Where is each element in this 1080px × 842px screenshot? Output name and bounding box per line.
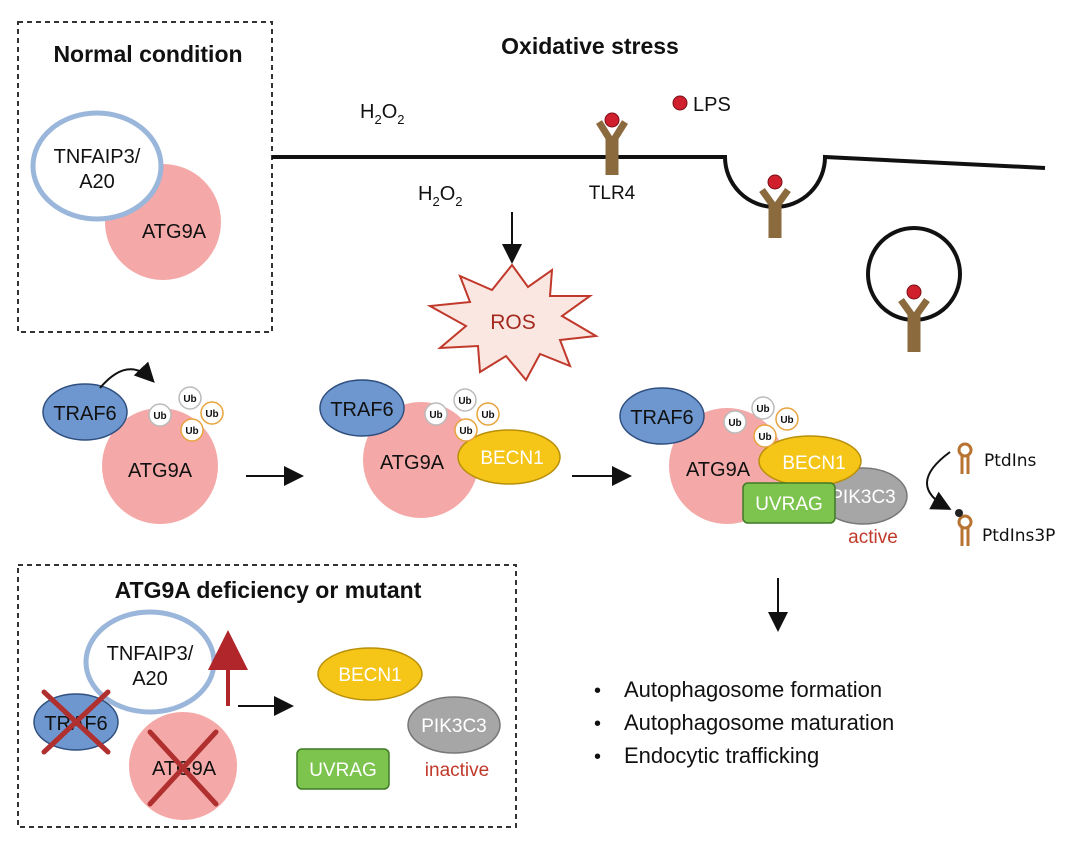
svg-text:Ub: Ub <box>459 426 472 437</box>
tnfaip3-deficiency-label-2: A20 <box>132 668 168 690</box>
h2o2-intracellular: H2O2 <box>418 183 462 209</box>
ubiquitination-arrow <box>99 361 155 389</box>
deficiency-panel: ATG9A deficiency or mutant TNFAIP3/ A20 … <box>17 564 517 828</box>
tnfaip3-deficiency-label-1: TNFAIP3/ <box>107 643 194 665</box>
outcome-item: Autophagosome maturation <box>624 710 894 735</box>
outcome-item: Endocytic trafficking <box>624 743 819 768</box>
outcomes-list: • Autophagosome formation • Autophagosom… <box>594 677 894 768</box>
atg9a-cross-icon <box>147 729 219 807</box>
traf6-stage3-ellipse <box>619 387 705 445</box>
becn1-stage3-label: BECN1 <box>782 453 845 474</box>
ptdins-conversion-arrow <box>926 451 952 510</box>
svg-text:Ub: Ub <box>153 411 166 422</box>
deficiency-panel-border <box>17 564 517 828</box>
svg-text:Ub: Ub <box>758 432 771 443</box>
normal-title: Normal condition <box>53 41 242 67</box>
atg9a-normal-label: ATG9A <box>142 221 207 243</box>
tlr4-endosome-icon <box>898 284 930 352</box>
ptdins3p-lipid-icon <box>955 509 973 546</box>
svg-text:Ub: Ub <box>185 426 198 437</box>
becn1-stage2-ellipse <box>457 429 561 485</box>
svg-text:Ub: Ub <box>756 404 769 415</box>
uvrag-inactive-box <box>296 748 390 790</box>
stage2-complex: ATG9A BECN1 TRAF6 Ub Ub Ub Ub <box>319 379 561 518</box>
active-label: active <box>848 527 898 548</box>
ub-chain-stage2: Ub Ub Ub Ub <box>424 388 500 442</box>
atg9a-stage3-label: ATG9A <box>686 459 751 481</box>
tlr4-receptor-icon <box>596 112 628 175</box>
ub-chain-stage3: Ub Ub Ub Ub <box>723 396 799 448</box>
tnfaip3-normal-ellipse <box>30 110 164 222</box>
lps-dot-icon <box>672 95 688 111</box>
pik3c3-inactive-ellipse <box>407 696 501 754</box>
ros-burst-icon <box>426 263 600 382</box>
inactive-label: inactive <box>425 760 489 781</box>
ptdins-conversion: PtdIns PtdIns3P <box>926 442 1055 546</box>
cell-membrane <box>272 154 1046 209</box>
traf6-stage2-label: TRAF6 <box>330 399 393 421</box>
traf6-stage1-ellipse <box>42 383 128 441</box>
tlr4-label: TLR4 <box>589 183 636 204</box>
traf6-stage3-label: TRAF6 <box>630 407 693 429</box>
normal-panel-border <box>17 21 273 333</box>
traf6-stage2-ellipse <box>319 379 405 437</box>
h2o2-extracellular: H2O2 <box>360 101 404 127</box>
svg-text:Ub: Ub <box>481 410 494 421</box>
svg-text:Ub: Ub <box>183 394 196 405</box>
pik3c3-inactive-label: PIK3C3 <box>421 716 486 737</box>
becn1-deficiency-ellipse <box>317 647 423 701</box>
uvrag-active-label: UVRAG <box>755 494 823 515</box>
stage1-complex: ATG9A TRAF6 Ub Ub Ub Ub <box>42 361 224 524</box>
outcome-item: Autophagosome formation <box>624 677 882 702</box>
tnfaip3-normal-label-2: A20 <box>79 171 115 193</box>
uvrag-active-box <box>742 482 836 524</box>
normal-condition-panel: Normal condition ATG9A TNFAIP3/ A20 <box>17 21 273 333</box>
stage3-complex: ATG9A PIK3C3 BECN1 UVRAG TRAF6 Ub Ub Ub … <box>619 387 908 548</box>
traf6-cross-icon <box>41 689 111 755</box>
svg-text:Ub: Ub <box>780 415 793 426</box>
ros-label: ROS <box>490 311 536 334</box>
ub-chain-stage1: Ub Ub Ub Ub <box>148 386 224 442</box>
outcome-bullet: • <box>594 746 601 768</box>
svg-text:Ub: Ub <box>458 396 471 407</box>
endosome-vesicle <box>866 226 962 322</box>
atg9a-stage2-label: ATG9A <box>380 452 445 474</box>
pik3c3-active-label: PIK3C3 <box>830 487 895 508</box>
stress-title: Oxidative stress <box>501 33 679 59</box>
becn1-stage2-label: BECN1 <box>480 448 543 469</box>
tlr4-invaginated-icon <box>759 174 791 238</box>
outcome-bullet: • <box>594 680 601 702</box>
atg9a-stage2-circle <box>363 402 479 518</box>
svg-text:Ub: Ub <box>429 410 442 421</box>
svg-text:Ub: Ub <box>728 418 741 429</box>
traf6-stage1-label: TRAF6 <box>53 403 116 425</box>
deficiency-title: ATG9A deficiency or mutant <box>115 577 422 603</box>
becn1-deficiency-label: BECN1 <box>338 665 401 686</box>
uvrag-inactive-label: UVRAG <box>309 760 377 781</box>
tnfaip3-normal-label-1: TNFAIP3/ <box>54 146 141 168</box>
atg9a-stage1-label: ATG9A <box>128 460 193 482</box>
lps-label: LPS <box>693 94 731 116</box>
ptdins3p-label: PtdIns3P <box>982 526 1055 546</box>
svg-text:Ub: Ub <box>205 409 218 420</box>
ptdins-lipid-icon <box>957 442 973 474</box>
ptdins-label: PtdIns <box>984 451 1036 471</box>
outcome-bullet: • <box>594 713 601 735</box>
